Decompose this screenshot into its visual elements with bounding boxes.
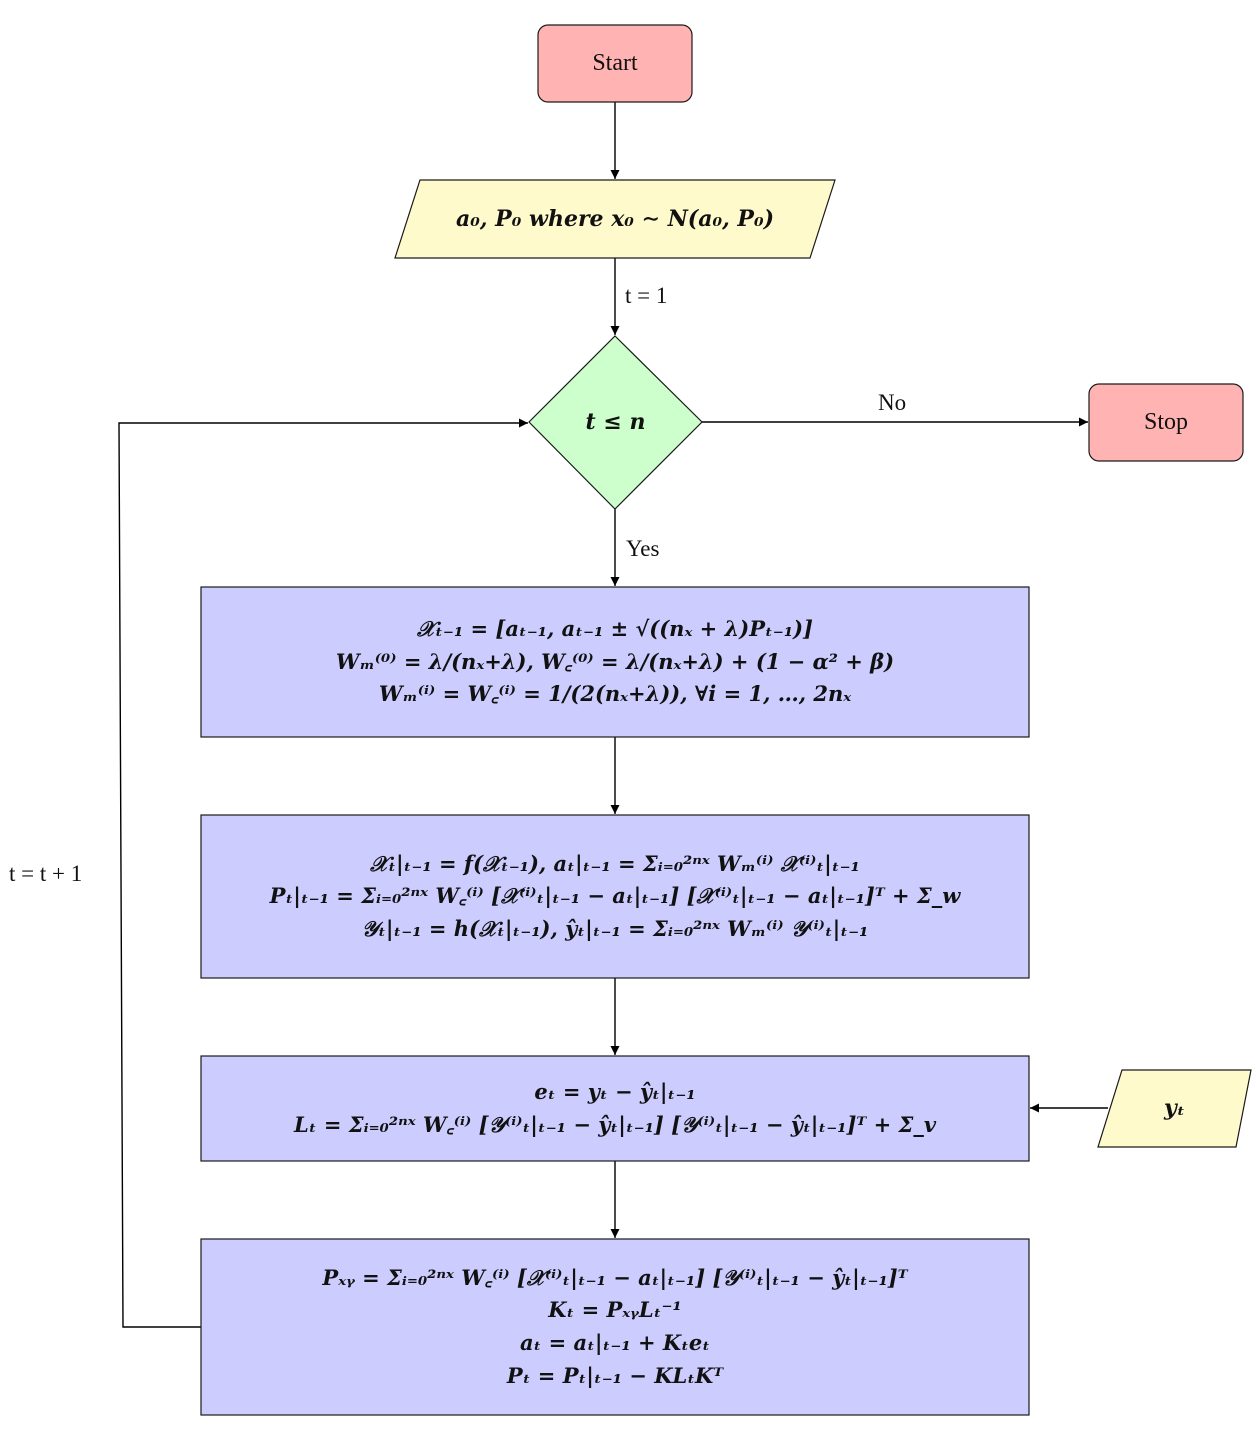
sigma-points-text: 𝒳ₜ₋₁ = [aₜ₋₁, aₜ₋₁ ± √((nₓ + λ)Pₜ₋₁)] Wₘ… xyxy=(201,587,1029,737)
update-text: Pₓᵧ = Σᵢ₌₀²ⁿˣ W꜀⁽ⁱ⁾ [𝒳⁽ⁱ⁾ₜ|ₜ₋₁ − aₜ|ₜ₋₁]… xyxy=(201,1239,1029,1415)
sigma-points-equation: Wₘ⁽ⁱ⁾ = W꜀⁽ⁱ⁾ = 1/(2(nₓ+λ)), ∀i = 1, …, … xyxy=(378,681,852,707)
prediction-equation: 𝒴ₜ|ₜ₋₁ = h(𝒳ₜ|ₜ₋₁), ŷₜ|ₜ₋₁ = Σᵢ₌₀²ⁿˣ Wₘ⁽… xyxy=(361,915,869,941)
start-node xyxy=(537,24,693,103)
innovation-node xyxy=(200,1055,1030,1162)
init-input-node xyxy=(394,179,836,259)
update-equation: Kₜ = PₓᵧLₜ⁻¹ xyxy=(548,1297,682,1323)
decision-label-box: t ≤ n xyxy=(529,336,702,509)
update-equation: Pₜ = Pₜ|ₜ₋₁ − KLₜKᵀ xyxy=(506,1362,724,1388)
init-input-label: a₀, P₀ where x₀ ∼ N(a₀, P₀) xyxy=(455,205,775,232)
stop-label: Stop xyxy=(1143,409,1188,435)
observation-input-node xyxy=(1097,1069,1252,1148)
edge-label-yes: Yes xyxy=(626,536,660,561)
innovation-equation: Lₜ = Σᵢ₌₀²ⁿˣ W꜀⁽ⁱ⁾ [𝒴⁽ⁱ⁾ₜ|ₜ₋₁ − ŷₜ|ₜ₋₁] … xyxy=(293,1111,937,1137)
init-input-label-box: a₀, P₀ where x₀ ∼ N(a₀, P₀) xyxy=(395,180,835,258)
edge-label-no: No xyxy=(878,390,907,415)
decision-node xyxy=(528,335,703,510)
edge-label-loop-increment: t = t + 1 xyxy=(9,861,83,886)
observation-label-box: yₜ xyxy=(1098,1070,1251,1147)
sigma-points-equation: 𝒳ₜ₋₁ = [aₜ₋₁, aₜ₋₁ ± √((nₓ + λ)Pₜ₋₁)] xyxy=(417,616,813,642)
edge-loop-back xyxy=(118,418,528,1328)
prediction-node xyxy=(200,814,1030,979)
prediction-equation: Pₜ|ₜ₋₁ = Σᵢ₌₀²ⁿˣ W꜀⁽ⁱ⁾ [𝒳⁽ⁱ⁾ₜ|ₜ₋₁ − aₜ|ₜ… xyxy=(269,883,961,909)
stop-label-box: Stop xyxy=(1089,384,1243,461)
start-label-box: Start xyxy=(538,25,692,102)
innovation-equation: eₜ = yₜ − ŷₜ|ₜ₋₁ xyxy=(534,1078,696,1104)
innovation-text: eₜ = yₜ − ŷₜ|ₜ₋₁ Lₜ = Σᵢ₌₀²ⁿˣ W꜀⁽ⁱ⁾ [𝒴⁽ⁱ… xyxy=(201,1056,1029,1161)
update-equation: Pₓᵧ = Σᵢ₌₀²ⁿˣ W꜀⁽ⁱ⁾ [𝒳⁽ⁱ⁾ₜ|ₜ₋₁ − aₜ|ₜ₋₁]… xyxy=(322,1264,908,1290)
edge-label-t-equals-1: t = 1 xyxy=(625,283,668,308)
update-node xyxy=(200,1238,1030,1416)
stop-node xyxy=(1088,383,1244,462)
sigma-points-equation: Wₘ⁽⁰⁾ = λ/(nₓ+λ), W꜀⁽⁰⁾ = λ/(nₓ+λ) + (1 … xyxy=(335,648,895,674)
observation-label: yₜ xyxy=(1164,1095,1185,1122)
prediction-text: 𝒳ₜ|ₜ₋₁ = f(𝒳ₜ₋₁), aₜ|ₜ₋₁ = Σᵢ₌₀²ⁿˣ Wₘ⁽ⁱ⁾… xyxy=(201,815,1029,978)
start-label: Start xyxy=(592,50,638,76)
prediction-equation: 𝒳ₜ|ₜ₋₁ = f(𝒳ₜ₋₁), aₜ|ₜ₋₁ = Σᵢ₌₀²ⁿˣ Wₘ⁽ⁱ⁾… xyxy=(370,850,860,876)
sigma-points-node xyxy=(200,586,1030,738)
update-equation: aₜ = aₜ|ₜ₋₁ + Kₜeₜ xyxy=(519,1330,711,1355)
decision-label: t ≤ n xyxy=(585,409,646,436)
